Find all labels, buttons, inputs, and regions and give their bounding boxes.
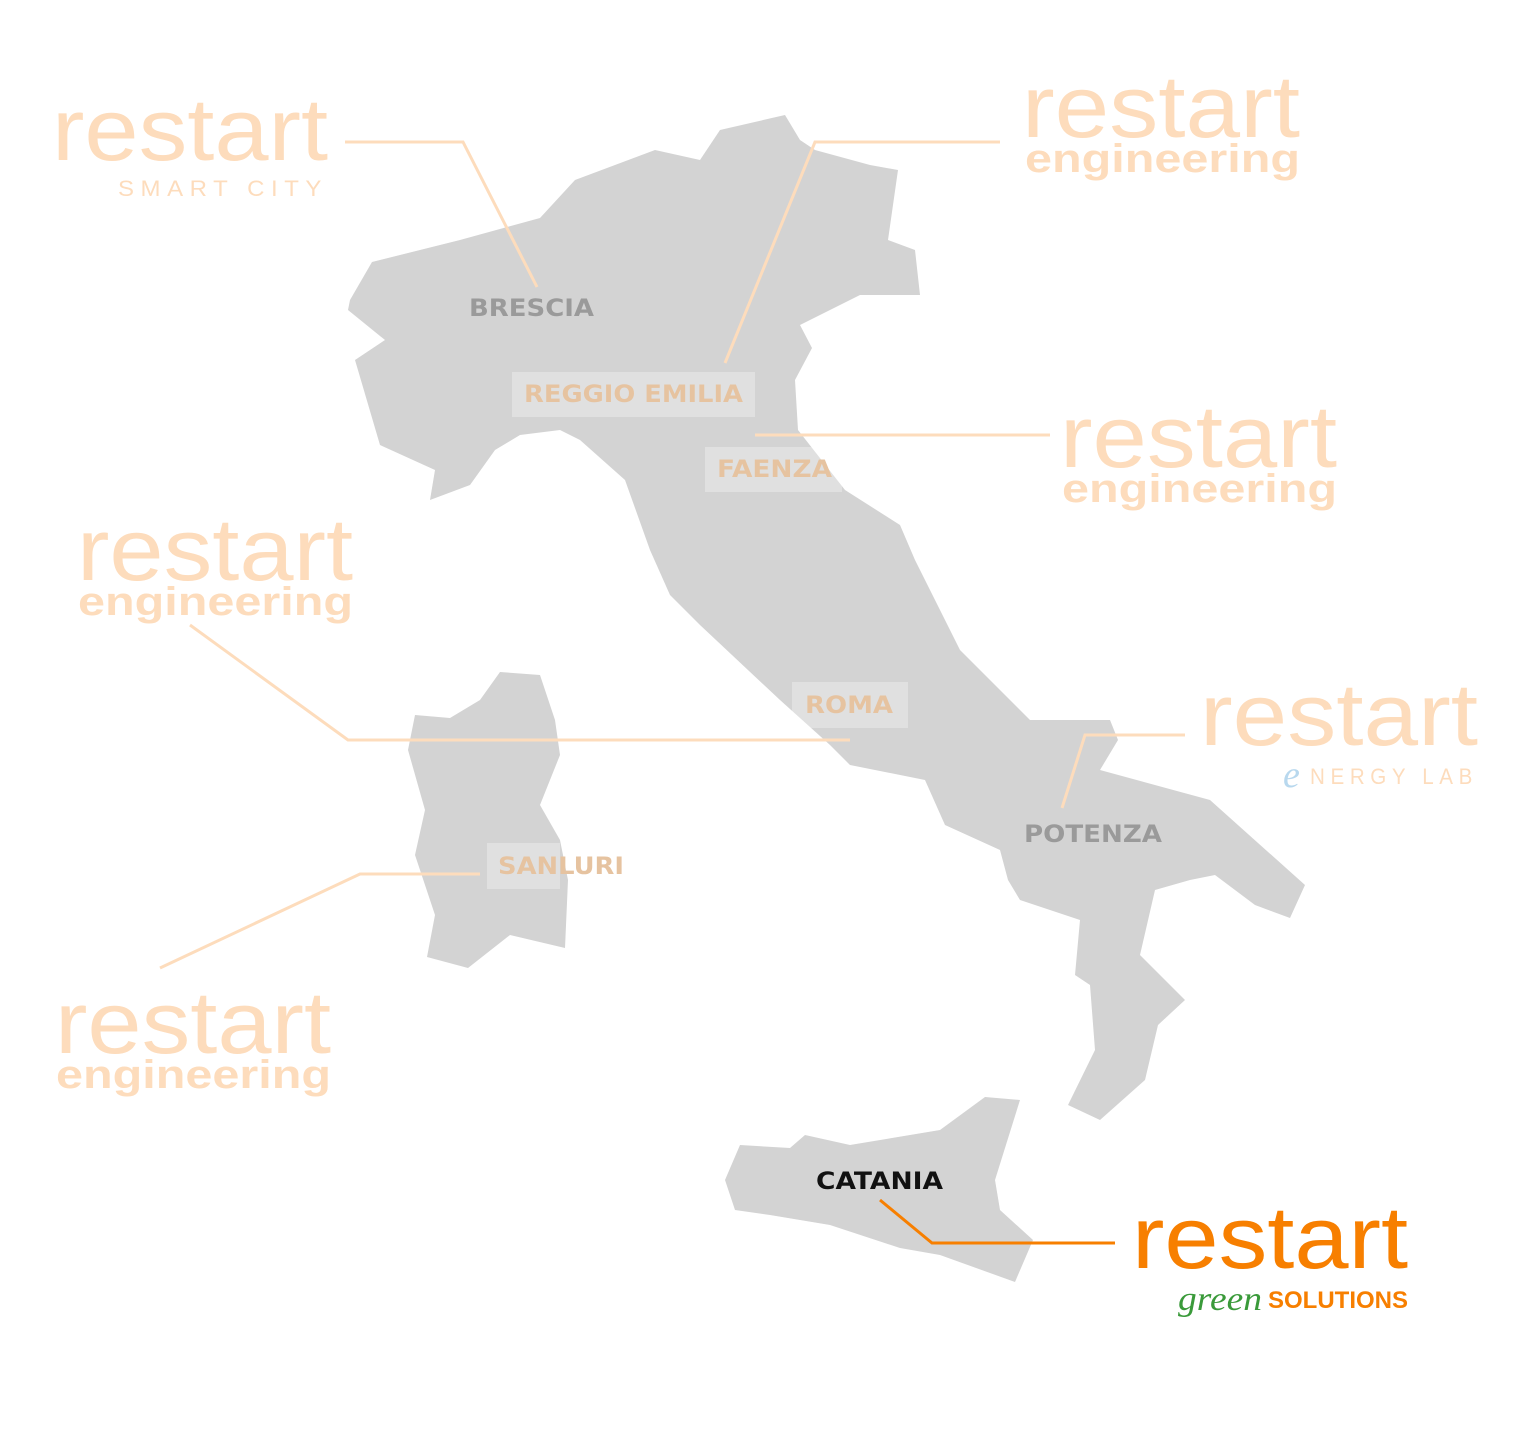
leader-line-brescia [345,140,539,288]
leader-line-reggio-emilia [723,140,1000,364]
logo-green-word: green [1178,1281,1262,1318]
logo-restart-engineering-sanluri: restart engineering [55,973,331,1097]
logo-subtitle: engineering [1062,467,1337,511]
logo-subtitle: engineering [78,580,353,624]
logo-restart-green-solutions: restart green SOLUTIONS [1132,1188,1408,1318]
logo-word: restart [1132,1188,1408,1287]
label-box-faenza [705,447,842,492]
city-label-potenza: POTENZA [1024,820,1162,848]
logo-subtitle: engineering [56,1053,331,1097]
logo-word: restart [1022,57,1300,156]
logo-subtitle: SOLUTIONS [1268,1287,1408,1314]
italy-mainland [348,115,1305,1120]
city-label-sanluri: SANLURI [498,852,624,880]
logo-restart-engineering-roma: restart engineering [77,500,353,624]
city-label-catania: CATANIA [816,1167,943,1195]
logo-word: restart [52,80,328,179]
logo-word: restart [55,973,331,1072]
city-label-roma: ROMA [805,691,893,719]
logo-restart-engineering-faenza: restart engineering [1060,387,1337,511]
logo-subtitle: NERGY LAB [1310,764,1478,789]
logo-subtitle: SMART CITY [118,176,328,201]
logo-restart-energy-lab: restart e NERGY LAB [1200,665,1478,796]
leader-line-potenza [1060,733,1185,809]
energy-e-glyph: e [1283,754,1300,796]
logo-word: restart [1060,387,1337,486]
leader-line-roma [189,623,850,742]
city-label-faenza: FAENZA [717,455,832,483]
logo-subtitle: engineering [1025,137,1300,181]
city-label-brescia: BRESCIA [469,294,594,322]
label-box-roma [792,682,908,728]
sardinia [408,672,568,968]
leader-line-catania [879,1198,1115,1245]
leader-line-sanluri [159,872,480,970]
logo-restart-engineering-reggio: restart engineering [1022,57,1300,181]
logo-word: restart [1200,665,1478,764]
logo-restart-smart-city: restart SMART CITY [52,80,328,201]
city-label-reggio-emilia: REGGIO EMILIA [524,380,743,408]
label-box-sanluri [487,843,560,889]
sicily [725,1097,1033,1282]
label-box-reggio-emilia [512,372,755,417]
logo-word: restart [77,500,353,599]
